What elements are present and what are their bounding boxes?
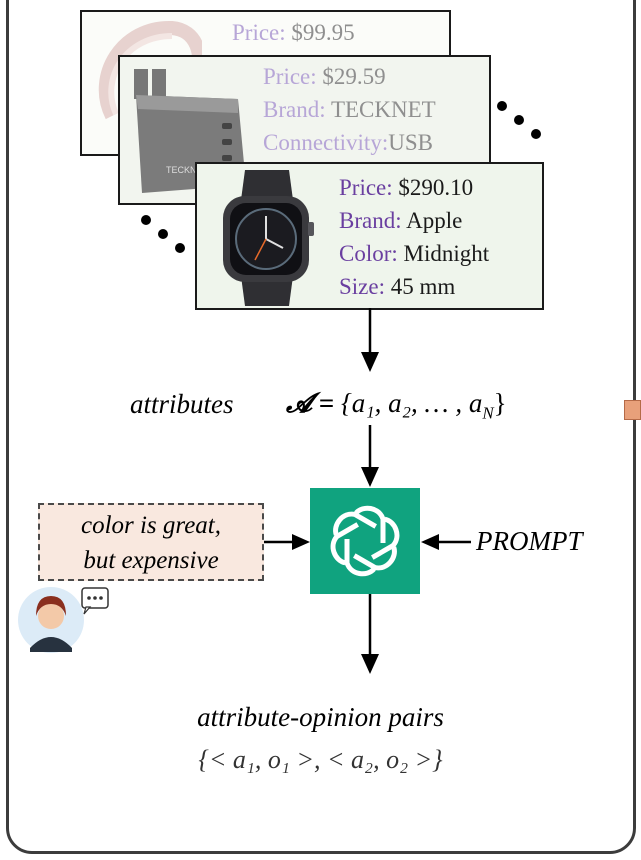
brand-key: Brand: — [263, 97, 326, 122]
attributes-label: attributes — [130, 389, 234, 419]
output-formula: {< a₁, o₁ >, < a₂, o₂ >} — [198, 745, 443, 774]
diagram-frame — [6, 0, 636, 854]
price-key: Price: — [232, 20, 286, 45]
brand-row: Brand: Apple — [339, 204, 489, 237]
prompt-label: PROMPT — [476, 526, 583, 556]
color-row: Color: Midnight — [339, 237, 489, 270]
brand-row: Brand: TECKNET — [263, 93, 436, 126]
price-row: Price: $29.59 — [263, 60, 436, 93]
price-row: Price: $290.10 — [339, 171, 489, 204]
connectivity-row: Connectivity:USB — [263, 126, 436, 159]
color-key: Color: — [339, 241, 398, 266]
price-value: $290.10 — [392, 175, 474, 200]
equals-sign: = — [312, 388, 341, 418]
output-label: attribute-opinion pairs — [197, 702, 444, 732]
price-key: Price: — [339, 175, 393, 200]
arrow-right-opinion — [264, 534, 310, 550]
size-row: Size: 45 mm — [339, 270, 489, 303]
arrow-down-2 — [361, 425, 379, 487]
connector-tab — [624, 400, 641, 420]
smartwatch-icon — [223, 170, 314, 306]
arrow-left-prompt — [421, 534, 471, 550]
color-value: Midnight — [397, 241, 490, 266]
arrow-down-1 — [361, 308, 379, 372]
set-body: {a₁, a₂, … , a — [340, 388, 483, 418]
set-subscript: N — [482, 403, 494, 423]
charger-brand-print: TECKNET — [166, 165, 209, 175]
brand-value: TECKNET — [325, 97, 436, 122]
opinion-line-2: but expensive — [83, 547, 219, 574]
price-key: Price: — [263, 64, 317, 89]
chat-bubble-icon — [81, 587, 109, 615]
set-symbol: 𝓐 — [286, 388, 313, 418]
card-3-attributes: Price: $290.10 Brand: Apple Color: Midni… — [339, 171, 489, 303]
ellipsis-dots-left — [141, 215, 185, 253]
price-value: $99.95 — [285, 20, 355, 45]
size-key: Size: — [339, 274, 385, 299]
product-card-charger: TECKNET Price: $29.59 Brand: TECKNET Con… — [118, 55, 491, 205]
card-2-attributes: Price: $29.59 Brand: TECKNET Connectivit… — [263, 60, 436, 159]
size-value: 45 mm — [385, 274, 456, 299]
openai-logo-icon — [330, 505, 400, 577]
price-row: Price: $99.95 — [232, 16, 355, 49]
set-close: } — [493, 388, 507, 418]
arrow-down-3 — [361, 594, 379, 674]
brand-key: Brand: — [339, 208, 402, 233]
attribute-set-formula: 𝓐 = {a₁, a₂, … , aN} — [286, 388, 507, 423]
card-1-attributes: Price: $99.95 — [232, 16, 355, 49]
user-opinion-box: color is great, but expensive — [38, 503, 264, 581]
user-avatar-icon — [18, 587, 109, 653]
brand-value: Apple — [401, 208, 463, 233]
connectivity-value: USB — [388, 130, 433, 155]
ellipsis-dots-right — [497, 101, 541, 139]
opinion-line-1: color is great, — [80, 512, 222, 539]
connectivity-key: Connectivity: — [263, 130, 389, 155]
product-card-smartwatch: Price: $290.10 Brand: Apple Color: Midni… — [195, 162, 544, 310]
price-value: $29.59 — [316, 64, 386, 89]
llm-logo — [310, 488, 420, 594]
